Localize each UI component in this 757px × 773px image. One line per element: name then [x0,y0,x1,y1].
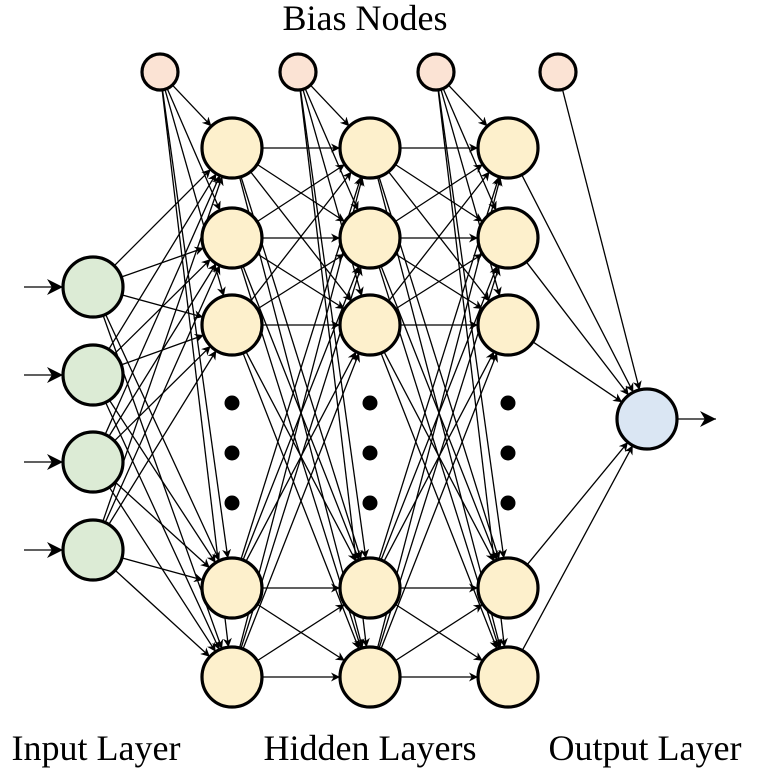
hidden-layers-label: Hidden Layers [264,728,477,768]
ellipsis-dot-l2-2 [362,445,378,461]
edge-h2-5-to-h3-1 [376,176,503,649]
edge-input-4-to-h1-4 [121,557,204,583]
hidden-node-l1-2 [200,206,264,270]
hidden-node-l2-3 [338,293,402,357]
hidden-node-l2-2 [338,206,402,270]
edge-h2-3-to-h3-1 [387,171,491,302]
hidden-node-l3-4 [476,556,540,620]
hidden-node-l3-1 [476,116,540,180]
edge-h1-5-to-h2-4 [256,603,346,662]
input-layer-label: Input Layer [12,728,181,768]
edge-h1-3-to-h2-1 [249,171,353,302]
edge-h2-5-to-h3-3 [380,352,498,650]
edge-bias-2-to-node-5 [299,89,370,648]
network-nodes [61,52,679,709]
edge-input-2-to-h1-1 [108,173,217,350]
input-node-4 [61,518,125,582]
edge-h3-1-to-output [521,174,634,393]
edge-input-2-to-h1-5 [104,401,221,651]
hidden-node-l2-5 [338,645,402,709]
ellipsis-dot-l3-3 [500,495,516,511]
input-node-3 [61,430,125,494]
hidden-node-l1-1 [200,116,264,180]
hidden-node-l1-5 [200,645,264,709]
bias-node-2 [278,52,318,92]
bias-node-1 [140,52,180,92]
input-node-2 [61,343,125,407]
hidden-node-l3-5 [476,645,540,709]
hidden-node-l3-2 [476,206,540,270]
edge-bias-3-to-node-2 [442,88,497,211]
hidden-node-l1-3 [200,293,264,357]
edge-input-4-to-h1-5 [114,569,211,658]
bias-node-4 [538,52,578,92]
edge-input-4-to-h1-3 [108,350,217,525]
edge-h1-5-to-h2-3 [242,352,360,650]
ellipsis-dot-l3-2 [500,445,516,461]
hidden-node-l1-4 [200,556,264,620]
edge-h1-2-to-h2-1 [256,163,346,223]
ellipsis-dot-l3-1 [500,395,516,411]
edge-input-3-to-h1-1 [104,175,221,435]
bias-nodes-label: Bias Nodes [283,0,448,38]
hidden-node-l2-1 [338,116,402,180]
edge-input-3-to-h1-4 [114,481,211,569]
output-node [615,387,679,451]
ellipsis-dot-l1-1 [224,395,240,411]
edge-h2-2-to-h3-1 [394,163,484,223]
edge-h2-5-to-h3-4 [394,603,484,662]
ellipsis-dot-l1-2 [224,445,240,461]
edge-h1-5-to-h2-1 [238,176,365,649]
edge-input-2-to-h1-4 [108,399,217,564]
hidden-node-l2-4 [338,556,402,620]
edge-bias-1-to-node-4 [161,89,232,559]
ellipsis-dot-l2-3 [362,495,378,511]
edge-bias-1-to-node-1 [171,84,212,127]
bias-node-3 [416,52,456,92]
edge-h3-2-to-output [525,261,630,396]
edge-bias-3-to-node-1 [447,84,488,127]
edge-bias-2-to-node-1 [309,84,350,127]
edge-bias-1-to-node-5 [161,89,232,648]
ellipsis-dot-l2-1 [362,395,378,411]
output-layer-label: Output Layer [549,728,742,768]
hidden-node-l3-3 [476,293,540,357]
edge-h3-5-to-output [521,445,634,651]
edge-h3-3-to-output [532,341,623,403]
edge-h2-3-to-h3-2 [395,253,483,310]
edge-input-4-to-h1-2 [104,265,221,523]
edge-h1-3-to-h2-2 [257,253,345,310]
ellipsis-dots [224,395,516,511]
edge-bias-4-to-output [561,89,642,391]
edge-bias-2-to-node-2 [304,88,359,211]
connection-lines [24,84,716,682]
edge-bias-3-to-node-4 [437,89,508,559]
ellipsis-dot-l1-3 [224,495,240,511]
input-node-1 [61,255,125,319]
edge-bias-2-to-node-4 [299,89,370,559]
edge-h3-4-to-output [526,441,629,566]
edge-bias-3-to-node-5 [437,89,508,648]
edge-bias-1-to-node-2 [166,88,221,211]
edge-input-1-to-h1-1 [113,168,212,267]
